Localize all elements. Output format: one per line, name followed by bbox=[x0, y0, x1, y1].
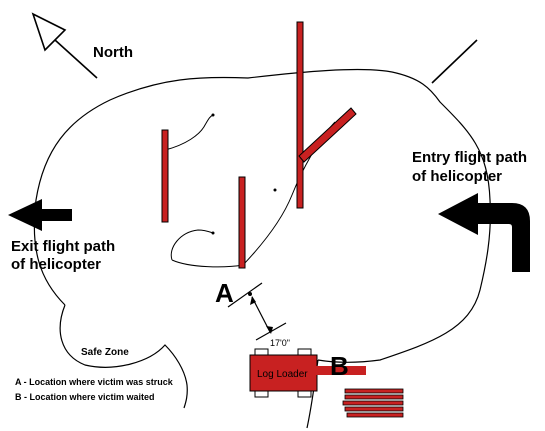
entry-label-line2: of helicopter bbox=[412, 168, 502, 185]
exit-label-line1: Exit flight path bbox=[11, 238, 115, 255]
skid-trail-center bbox=[170, 229, 214, 261]
log-struck bbox=[238, 176, 246, 269]
exit-arrow-icon bbox=[8, 199, 72, 231]
log-loader-label: Log Loader bbox=[257, 369, 308, 380]
marker-a-tick bbox=[227, 282, 263, 308]
skid-trail-left bbox=[164, 114, 214, 151]
marker-b-label: B bbox=[330, 351, 349, 381]
log-pile bbox=[342, 388, 404, 418]
log-loader bbox=[249, 348, 366, 398]
legend-a: A - Location where victim was struck bbox=[15, 377, 174, 387]
north-arrow-icon bbox=[31, 12, 98, 79]
cable-line bbox=[431, 39, 478, 84]
safe-zone-boundary bbox=[59, 304, 188, 409]
north-label: North bbox=[93, 44, 133, 61]
skid-trail-main bbox=[171, 121, 336, 268]
log-diagonal bbox=[298, 107, 357, 163]
legend-b: B - Location where victim waited bbox=[15, 392, 155, 402]
distance-label: 17'0" bbox=[270, 338, 290, 348]
log-tall bbox=[296, 21, 304, 209]
entry-arrow-icon bbox=[438, 193, 530, 272]
log-left bbox=[161, 129, 169, 223]
exit-label-line2: of helicopter bbox=[11, 256, 101, 273]
distance-measure bbox=[250, 296, 287, 341]
entry-label-line1: Entry flight path bbox=[412, 149, 527, 166]
safe-zone-label: Safe Zone bbox=[81, 347, 129, 358]
marker-a-label: A bbox=[215, 278, 234, 308]
area-boundary bbox=[33, 68, 491, 363]
